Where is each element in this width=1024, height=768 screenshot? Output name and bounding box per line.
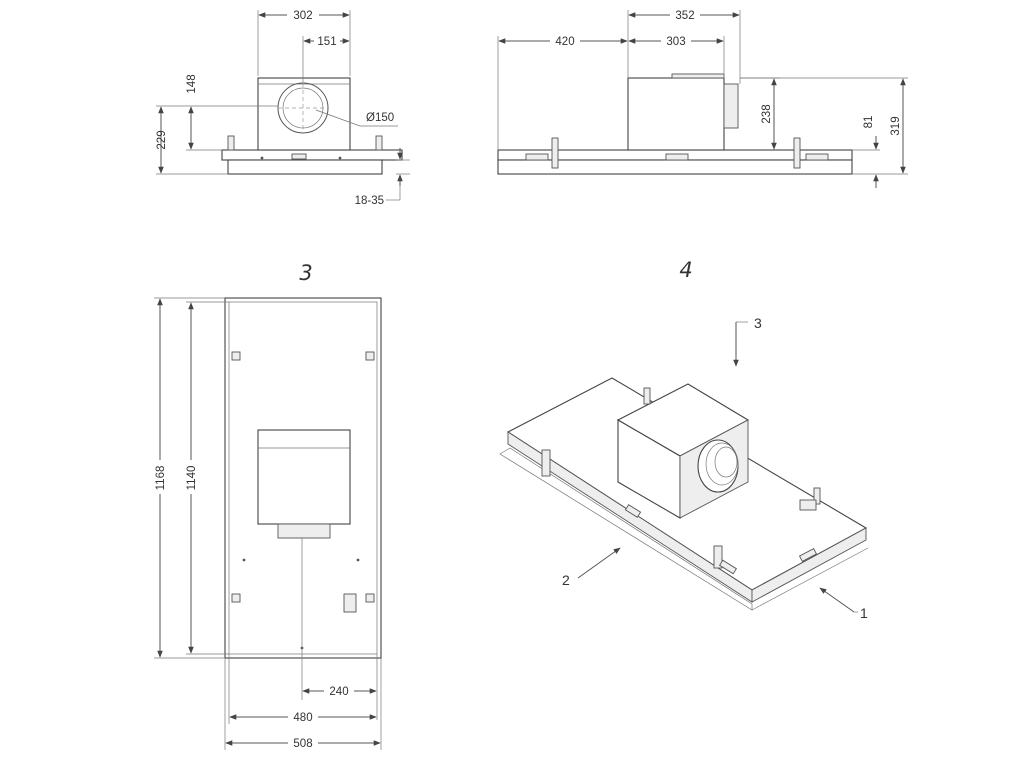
side-view-duct-stub xyxy=(723,83,739,129)
callout-3: 3 xyxy=(754,315,762,331)
side-view: 352 420 303 238 81 319 xyxy=(497,8,908,188)
callout-1: 1 xyxy=(860,605,868,621)
side-bracket-right xyxy=(793,137,801,169)
isometric-view: 3 2 1 xyxy=(499,315,869,621)
front-view-panel xyxy=(221,149,403,161)
dim-side-offset: 420 xyxy=(555,36,574,48)
dim-bottom-half-width: 240 xyxy=(329,686,348,698)
duct-outlet-icon xyxy=(277,82,329,134)
dim-bottom-length-outer: 1168 xyxy=(155,466,167,491)
dim-bottom-length-inner: 1140 xyxy=(186,466,198,491)
front-bracket-left xyxy=(227,135,235,151)
dim-front-half-width: 151 xyxy=(317,36,336,48)
dim-side-total-height: 319 xyxy=(890,116,902,135)
iso-panel-side xyxy=(751,527,867,603)
dim-side-box-inner: 303 xyxy=(666,36,685,48)
dim-bottom-width-outer: 508 xyxy=(293,738,312,750)
bottom-view-switch xyxy=(343,593,357,613)
side-bracket-left xyxy=(551,137,559,169)
dim-bottom-width-inner: 480 xyxy=(293,712,312,724)
front-bracket-right xyxy=(375,135,383,151)
front-switch-slot xyxy=(291,153,307,160)
dim-side-box-length: 352 xyxy=(675,10,694,22)
dim-side-box-height: 238 xyxy=(761,104,773,123)
view-label-4: 4 xyxy=(679,258,692,282)
front-view-motor-box xyxy=(257,77,351,151)
dim-front-box-height: 148 xyxy=(186,74,198,93)
dim-duct-diameter: Ø150 xyxy=(366,112,394,124)
dim-front-width: 302 xyxy=(293,10,312,22)
dim-front-total-height: 229 xyxy=(156,130,168,149)
view-label-3: 3 xyxy=(299,261,312,285)
bottom-view-motor-box xyxy=(257,429,351,525)
callout-2: 2 xyxy=(562,572,570,588)
bottom-view: 1168 1140 240 480 508 xyxy=(152,297,382,750)
dim-side-panel-height: 81 xyxy=(863,116,875,129)
front-view-filter xyxy=(227,159,383,175)
bottom-view-duct xyxy=(277,523,331,539)
dim-front-gap: 18-35 xyxy=(355,195,384,207)
iso-duct-collar-icon xyxy=(697,439,739,493)
side-view-motor-box xyxy=(627,77,725,151)
front-view: 302 151 148 229 Ø150 18-35 xyxy=(156,8,410,207)
